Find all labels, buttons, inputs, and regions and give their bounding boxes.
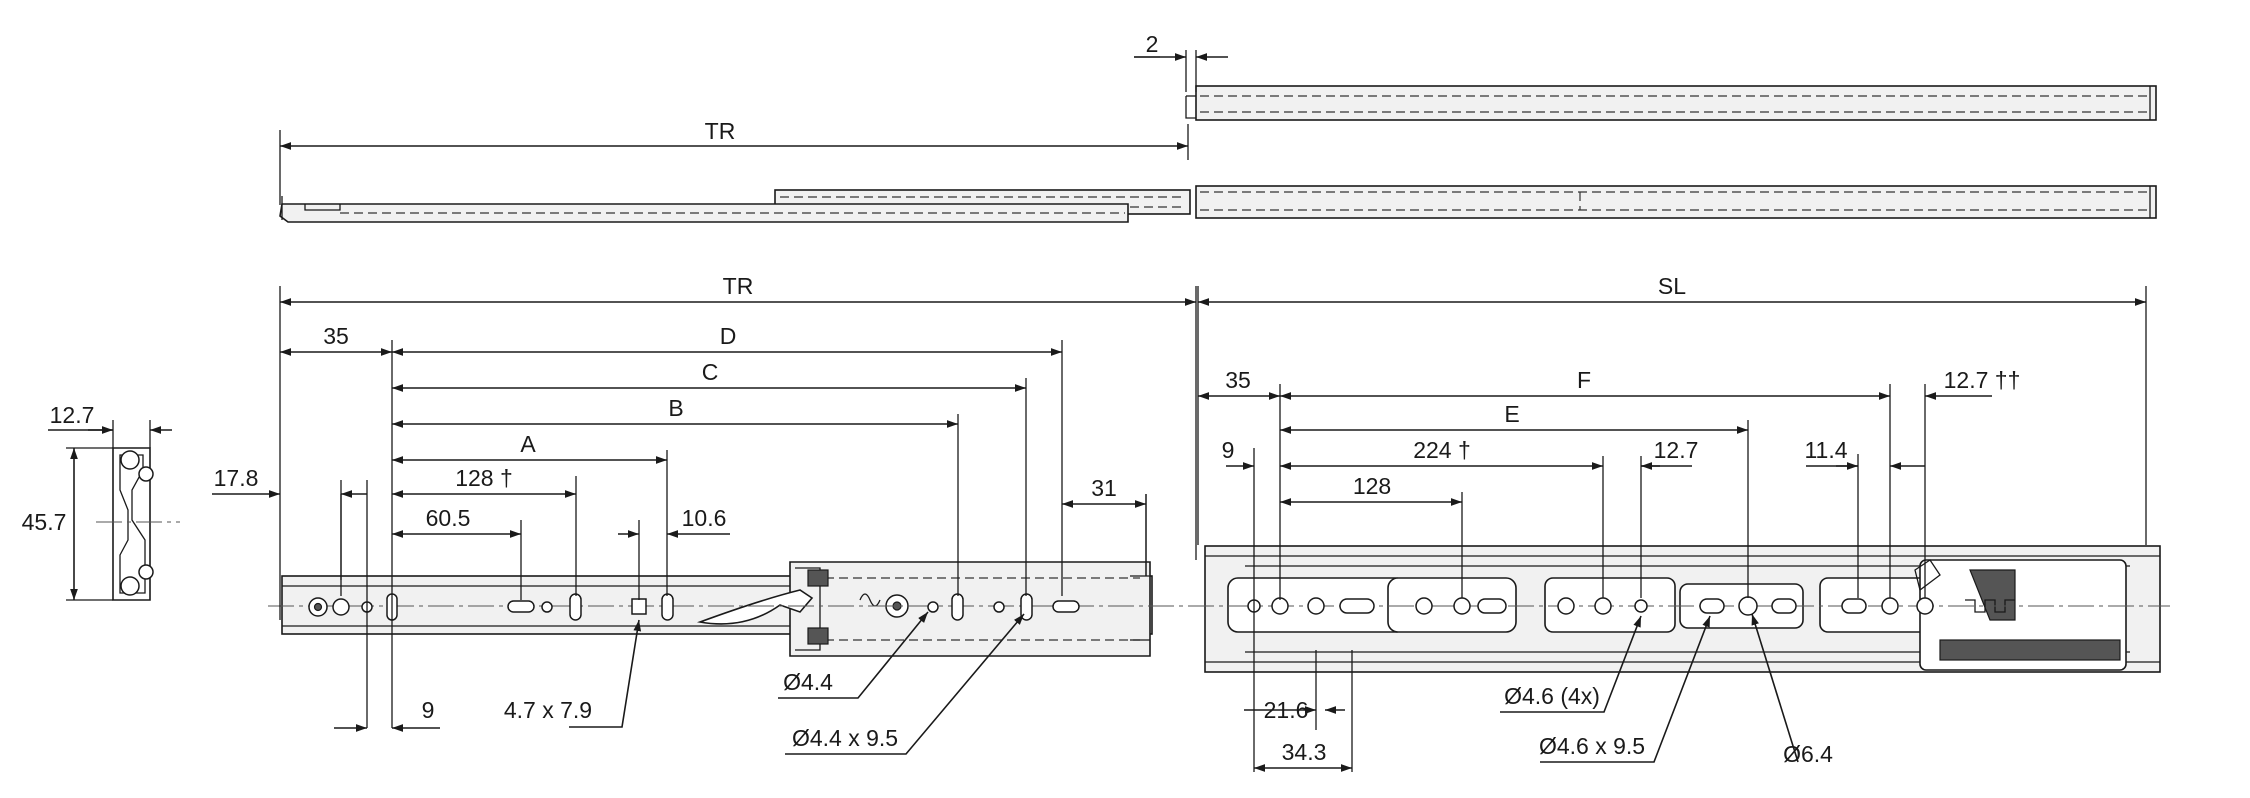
hole-4-4-label: Ø4.4 xyxy=(783,669,833,695)
dim-34-3-label: 34.3 xyxy=(1282,739,1327,765)
dim-11-4-label: 11.4 xyxy=(1804,437,1847,463)
dim-35-left-label: 35 xyxy=(323,323,349,349)
dim-128-label: 128 xyxy=(1353,473,1391,499)
hole-4-6-4x-label: Ø4.6 (4x) xyxy=(1504,683,1600,709)
disconnect-lever xyxy=(696,589,814,625)
dim-10-6-label: 10.6 xyxy=(682,505,727,531)
outer-hole-group-2 xyxy=(1387,577,1517,633)
dim-A-label: A xyxy=(520,431,536,457)
dim-17-8-label: 17.8 xyxy=(214,465,259,491)
cross-section: 12.7 45.7 xyxy=(22,402,180,601)
right-dimensions: SL 35 F 12.7 †† E 9 224 † 12.7 128 11.4 xyxy=(1197,273,2147,772)
dim-E-label: E xyxy=(1504,401,1519,427)
dim-12-7-ddagger-label: 12.7 †† xyxy=(1944,367,2021,393)
dim-C-label: C xyxy=(702,359,719,385)
lever-tab-top xyxy=(807,569,829,587)
hole-6-4-label: Ø6.4 xyxy=(1783,741,1833,767)
dim-travel-top: TR xyxy=(279,118,1189,205)
dim-12-7-label: 12.7 xyxy=(1654,437,1699,463)
gap-label: 2 xyxy=(1146,31,1159,57)
dim-D-label: D xyxy=(720,323,737,349)
dim-31-label: 31 xyxy=(1091,475,1117,501)
dim-9-right-label: 9 xyxy=(1222,437,1235,463)
dim-35-right-label: 35 xyxy=(1225,367,1251,393)
slide-length-label: SL xyxy=(1658,273,1686,299)
lever-tab-bottom xyxy=(807,627,829,645)
intermediate-member xyxy=(789,561,1151,657)
top-outer-member-lower xyxy=(1195,185,2157,219)
section-width-label: 12.7 xyxy=(50,402,95,428)
slot-4-7x7-9-label: 4.7 x 7.9 xyxy=(504,697,592,723)
left-dimensions: TR 35 D C B A 128 † 17.8 60.5 10.6 xyxy=(212,273,1197,755)
slot-4-6x9-5-label: Ø4.6 x 9.5 xyxy=(1539,733,1645,759)
side-view xyxy=(268,545,2170,673)
dim-128-dagger-label: 128 † xyxy=(455,465,513,491)
top-view xyxy=(279,85,2157,223)
travel-label: TR xyxy=(723,273,754,299)
slot-4-4x9-5-label: Ø4.4 x 9.5 xyxy=(792,725,898,751)
dim-F-label: F xyxy=(1577,367,1591,393)
dim-gap: 2 xyxy=(1134,31,1228,92)
dim-B-label: B xyxy=(668,395,683,421)
top-outer-member-upper xyxy=(1195,85,2157,121)
dim-21-6-label: 21.6 xyxy=(1264,697,1309,723)
soft-close-mechanism xyxy=(1914,559,2127,671)
section-height-label: 45.7 xyxy=(22,509,67,535)
travel-top-label: TR xyxy=(705,118,736,144)
dim-9-left-label: 9 xyxy=(422,697,435,723)
dim-224-dagger-label: 224 † xyxy=(1413,437,1471,463)
cross-section-outline xyxy=(112,447,151,601)
dim-60-5-label: 60.5 xyxy=(426,505,471,531)
